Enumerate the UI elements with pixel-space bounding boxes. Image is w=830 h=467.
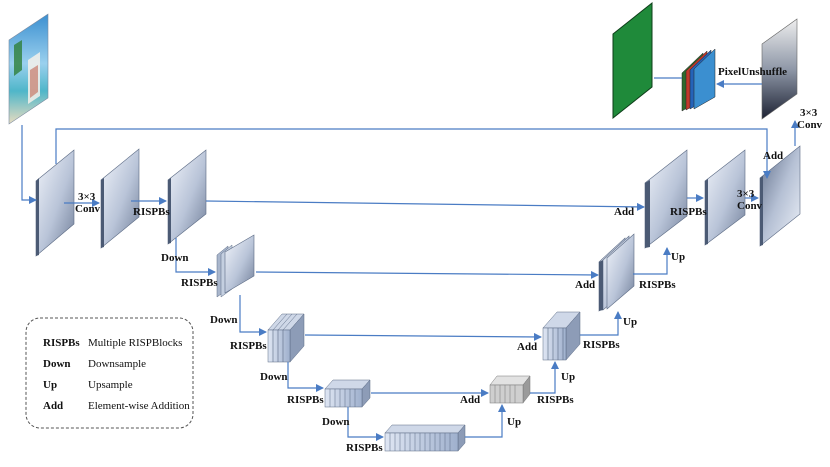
- decoder-block-level4: [489, 375, 531, 404]
- label-down-4: Down: [322, 416, 350, 428]
- label-conv-dec: Conv: [737, 200, 763, 212]
- decoder-block-2: [704, 149, 746, 246]
- dark-feature-block: [761, 18, 798, 120]
- label-rispbs-dec3: RISPBs: [583, 339, 620, 351]
- encoder-block-level2: [216, 234, 255, 298]
- legend-key-rispbs: RISPBs: [43, 337, 80, 349]
- label-rispbs-enc3: RISPBs: [230, 340, 267, 352]
- label-down-2: Down: [210, 314, 238, 326]
- label-add-2: Add: [575, 279, 595, 291]
- legend-val-down: Downsample: [88, 358, 146, 370]
- label-add-3: Add: [517, 341, 537, 353]
- label-conv3x3-top: 3×3: [800, 107, 818, 119]
- bottleneck-block: [384, 424, 466, 452]
- label-conv-top: Conv: [797, 119, 823, 131]
- legend-box: [25, 317, 194, 429]
- label-down-1: Down: [161, 252, 189, 264]
- label-up-2: Up: [623, 316, 637, 328]
- legend-key-add: Add: [43, 400, 63, 412]
- legend-val-add: Element-wise Addition: [88, 400, 190, 412]
- label-conv3x3-dec-a: 3×3: [737, 188, 755, 200]
- diagram-labels: 3×3 Conv RISPBs Down RISPBs Down RISPBs …: [75, 66, 823, 454]
- label-conv3x3-enc-a: 3×3: [78, 191, 96, 203]
- legend-val-rispbs: Multiple RISPBlocks: [88, 337, 182, 349]
- label-rispbs-dec1: RISPBs: [670, 206, 707, 218]
- legend-key-down: Down: [43, 358, 71, 370]
- label-rispbs-bottleneck: RISPBs: [346, 442, 383, 454]
- decoder-block-1: [644, 149, 688, 249]
- encoder-block-3: [167, 149, 207, 245]
- label-add-1: Add: [614, 206, 634, 218]
- label-conv-enc: Conv: [75, 203, 101, 215]
- encoder-block-level4: [324, 379, 371, 408]
- label-add-global: Add: [763, 150, 783, 162]
- decoder-block-level2: [598, 233, 635, 312]
- legend-key-up: Up: [43, 379, 57, 391]
- label-up-1: Up: [671, 251, 685, 263]
- label-rispbs-dec4: RISPBs: [537, 394, 574, 406]
- legend: RISPBs Multiple RISPBlocks Down Downsamp…: [25, 317, 194, 429]
- label-rispbs-enc1: RISPBs: [133, 206, 170, 218]
- connections: [21, 77, 799, 441]
- encoder-block-level3: [267, 313, 305, 363]
- label-rispbs-enc4: RISPBs: [287, 394, 324, 406]
- label-add-4: Add: [460, 394, 480, 406]
- pixel-unshuffle-tensor: [681, 48, 716, 112]
- label-down-3: Down: [260, 371, 288, 383]
- label-up-3: Up: [561, 371, 575, 383]
- label-up-4: Up: [507, 416, 521, 428]
- label-rispbs-dec2: RISPBs: [639, 279, 676, 291]
- label-rispbs-enc2: RISPBs: [181, 277, 218, 289]
- label-pixel-unshuffle: PixelUnshuffle: [718, 66, 787, 78]
- input-image: [8, 13, 49, 125]
- decoder-block-level3: [542, 311, 581, 361]
- legend-val-up: Upsample: [88, 379, 133, 391]
- output-image: [612, 1, 653, 120]
- encoder-block-2: [100, 148, 140, 249]
